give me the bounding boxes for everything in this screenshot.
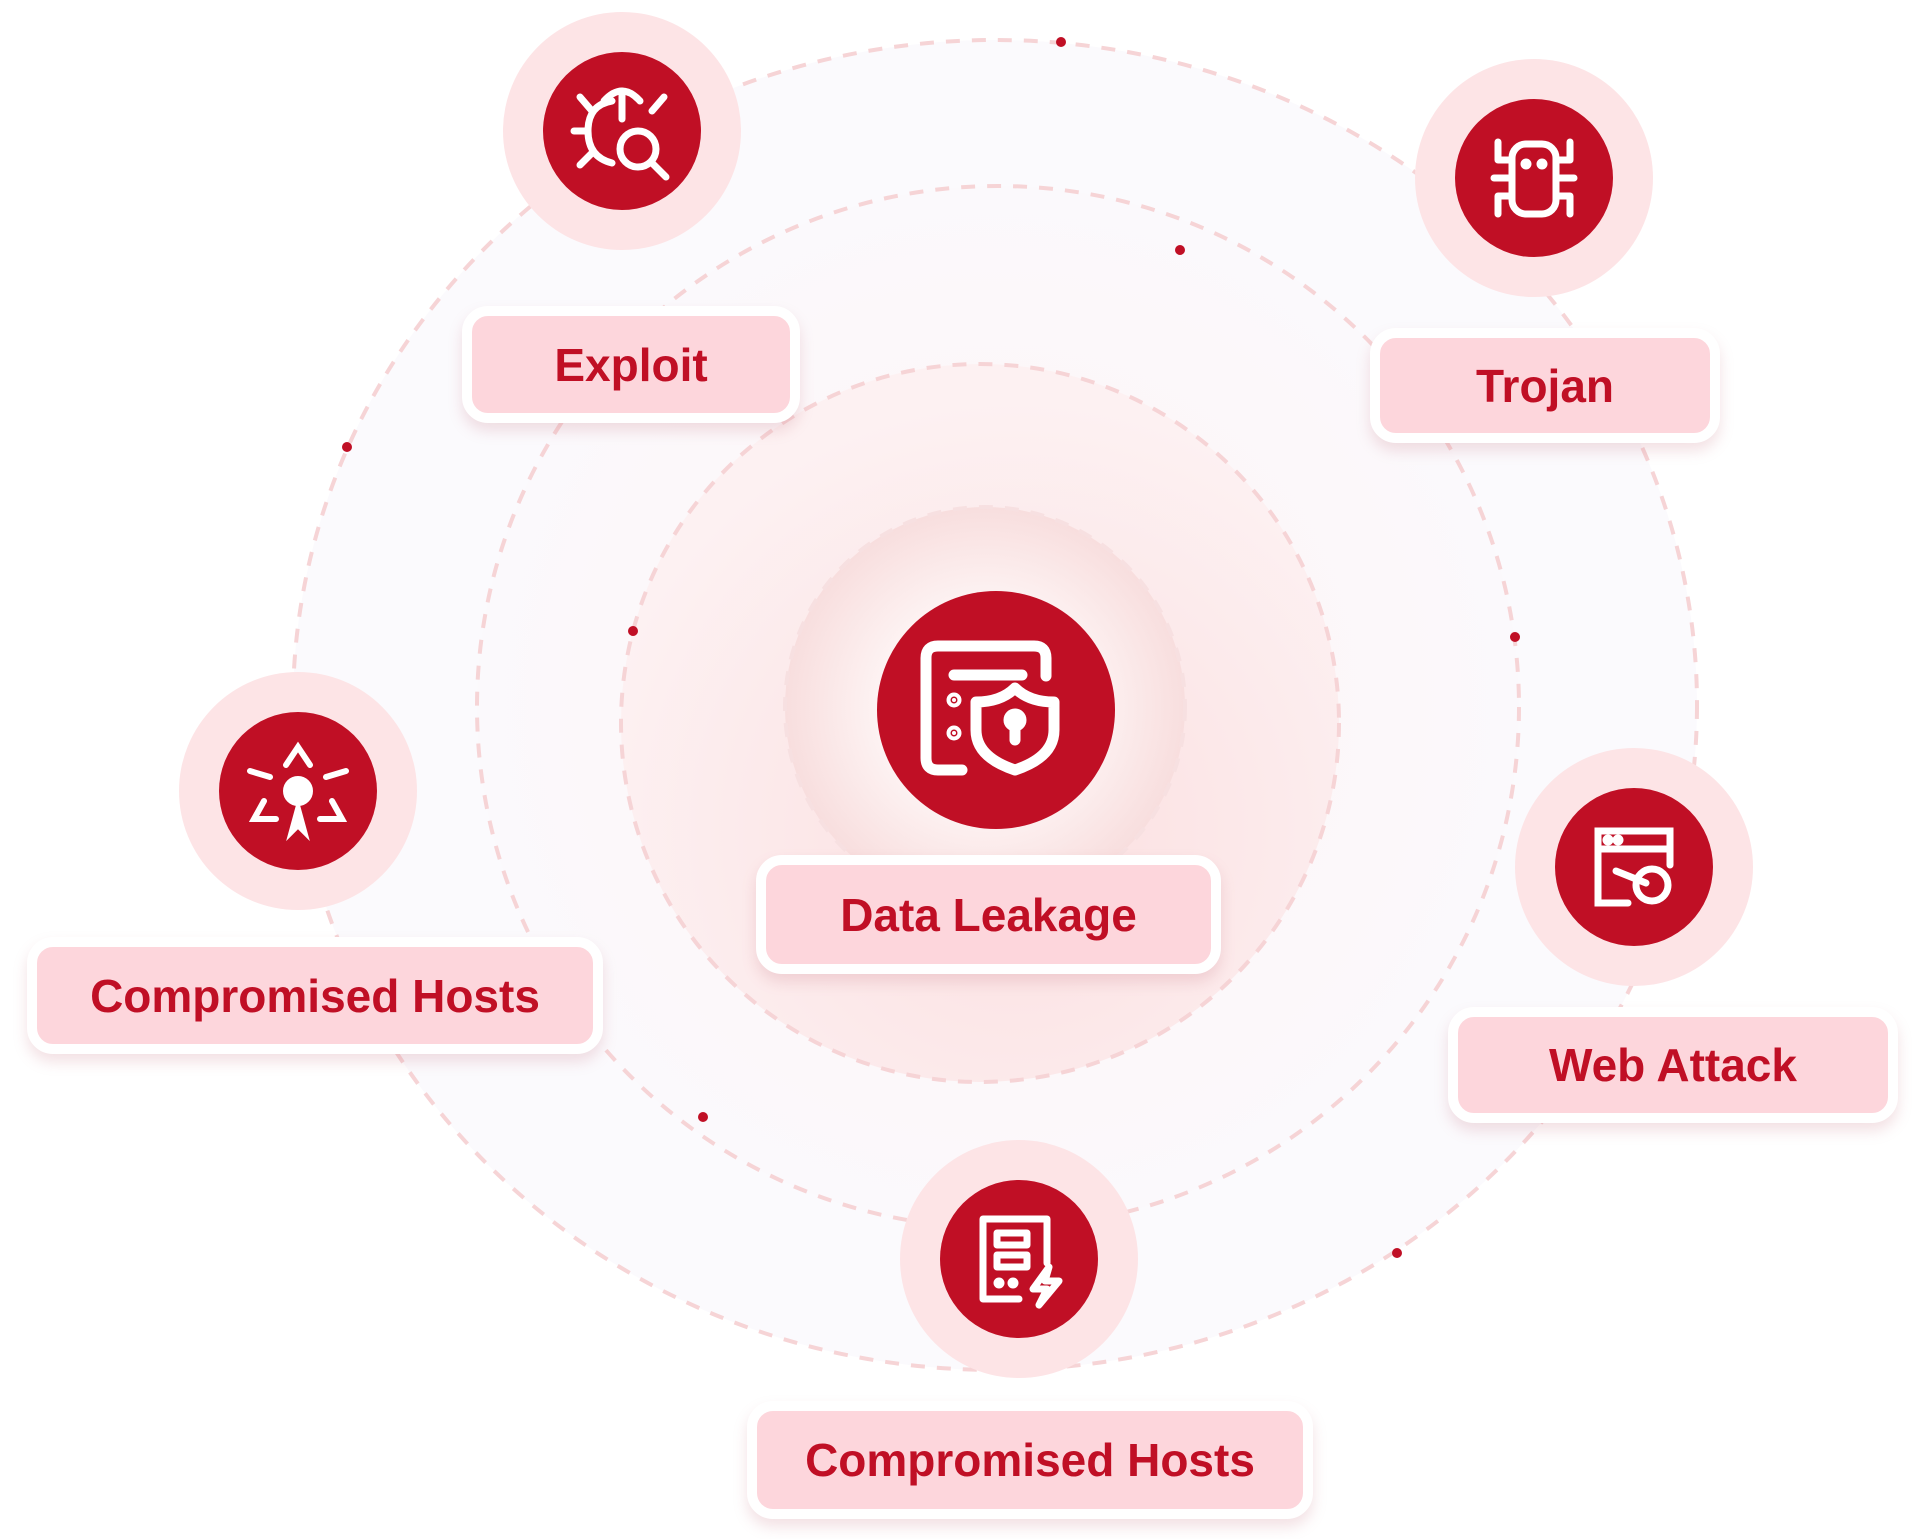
compromised-hosts-left-label[interactable]: Compromised Hosts: [27, 937, 603, 1054]
exploit-label[interactable]: Exploit: [462, 306, 800, 423]
orbit-dot: [1510, 632, 1520, 642]
server-lightning-icon: [979, 1215, 1063, 1309]
orbit-dot: [1392, 1248, 1402, 1258]
trojan-label[interactable]: Trojan: [1370, 328, 1720, 443]
inner-dashed-orbit: [619, 362, 1341, 1084]
browser-attack-icon: [1594, 827, 1674, 907]
shield-lock-server-icon: [920, 640, 1060, 776]
orbit-dot: [698, 1112, 708, 1122]
orbit-dot: [342, 442, 352, 452]
trojan-node[interactable]: [1415, 59, 1653, 297]
center-node[interactable]: [877, 591, 1115, 829]
bug-icon: [1490, 138, 1578, 218]
web-attack-node[interactable]: [1515, 748, 1753, 986]
compromised-hosts-left-node[interactable]: [179, 672, 417, 910]
compromised-hosts-bottom-node[interactable]: [900, 1140, 1138, 1378]
bug-search-icon: [570, 87, 670, 181]
orbit-dot: [1056, 37, 1066, 47]
center-label[interactable]: Data Leakage: [756, 855, 1221, 974]
orbit-dot: [628, 626, 638, 636]
biohazard-skull-icon: [247, 741, 349, 842]
orbit-dot: [1175, 245, 1185, 255]
web-attack-label[interactable]: Web Attack: [1448, 1007, 1898, 1123]
exploit-node[interactable]: [503, 12, 741, 250]
compromised-hosts-bottom-label[interactable]: Compromised Hosts: [747, 1401, 1313, 1519]
